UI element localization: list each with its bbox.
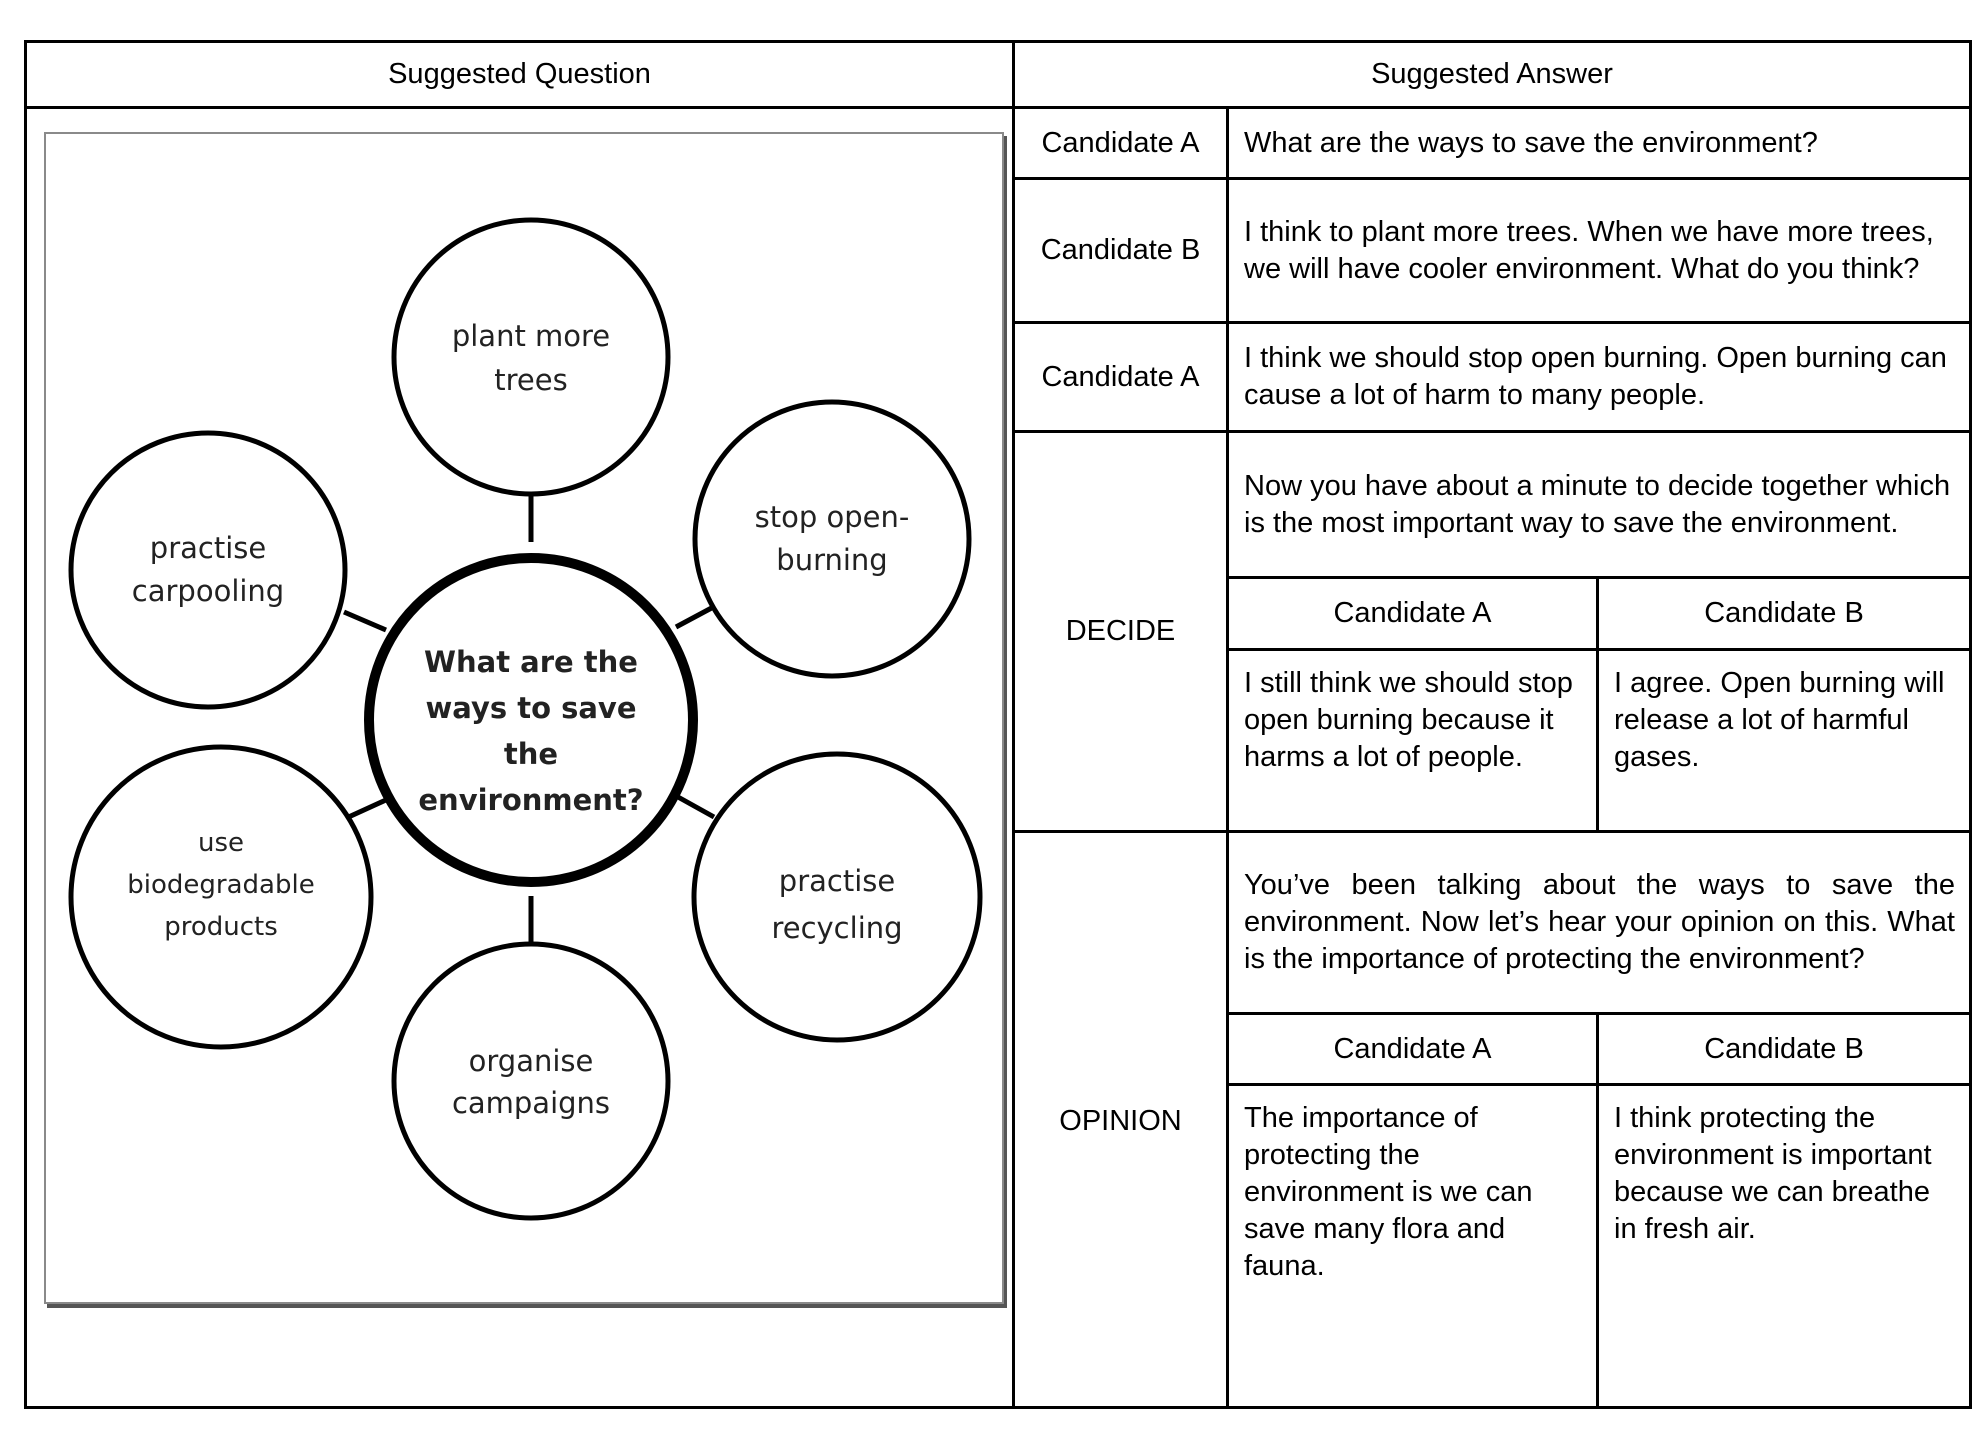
bubble-biodegradable-line2: biodegradable <box>127 870 314 900</box>
mind-map-diagram: What are the ways to save the environmen… <box>44 132 1004 1304</box>
row2-speaker: Candidate B <box>1040 234 1201 266</box>
bubble-stop-burning-line1: stop open- <box>755 500 910 534</box>
row-divider <box>1012 177 1972 180</box>
row1-text: What are the ways to save the environmen… <box>1244 126 1818 159</box>
row-divider <box>1226 648 1972 651</box>
opinion-candidate-b-label: Candidate B <box>1704 1032 1864 1065</box>
row-divider <box>1012 430 1972 433</box>
opinion-prompt: You’ve been talking about the ways to sa… <box>1244 869 1955 975</box>
decide-prompt: Now you have about a minute to decide to… <box>1244 469 1951 539</box>
row-divider <box>1226 1083 1972 1086</box>
opinion-candidate-b-text: I think protecting the environment is im… <box>1614 1102 1932 1245</box>
bubble-plant-trees-line1: plant more <box>452 319 610 353</box>
bubble-campaigns-line2: campaigns <box>452 1086 610 1120</box>
speaker-column-divider <box>1226 106 1229 1409</box>
opinion-candidate-a-text: The importance of protecting the environ… <box>1244 1102 1533 1282</box>
row1-speaker: Candidate A <box>1041 126 1200 159</box>
bubble-plant-trees-line2: trees <box>494 363 567 397</box>
column-divider <box>1012 40 1015 1409</box>
center-question-line3: the <box>504 737 558 771</box>
opinion-candidate-a-label: Candidate A <box>1333 1032 1492 1065</box>
row-divider <box>1226 576 1972 579</box>
decide-candidate-a-label: Candidate A <box>1333 597 1492 629</box>
row3-text: I think we should stop open burning. Ope… <box>1244 342 1947 411</box>
bubble-biodegradable-line3: products <box>164 912 278 942</box>
bubble-campaigns-line1: organise <box>469 1044 594 1078</box>
decide-candidate-b-label: Candidate B <box>1704 597 1864 629</box>
bubble-stop-burning-line2: burning <box>776 543 887 577</box>
center-question-line2: ways to save <box>425 691 636 725</box>
row-divider <box>1012 321 1972 324</box>
decide-label: DECIDE <box>1065 615 1176 647</box>
header-suggested-answer: Suggested Answer <box>1371 58 1613 90</box>
row-divider <box>1226 1012 1972 1015</box>
row2-text: I think to plant more trees. When we hav… <box>1244 215 1934 285</box>
row3-speaker: Candidate A <box>1041 360 1200 393</box>
decide-split <box>1596 576 1599 830</box>
mind-map-svg: What are the ways to save the environmen… <box>68 217 983 1221</box>
header-suggested-question: Suggested Question <box>388 58 651 90</box>
main-table <box>24 40 1972 1409</box>
row-divider <box>1012 830 1972 833</box>
bubble-recycling-line1: practise <box>779 864 895 898</box>
bubble-carpooling-line1: practise <box>150 531 266 565</box>
center-question-line1: What are the <box>424 645 638 679</box>
header-divider <box>24 106 1972 109</box>
opinion-split <box>1596 1012 1599 1409</box>
decide-candidate-b-text: I agree. Open burning will release a lot… <box>1614 667 1945 773</box>
bubble-carpooling-line2: carpooling <box>132 574 284 608</box>
center-question-line4: environment? <box>418 783 643 817</box>
bubble-recycling-line2: recycling <box>771 911 902 945</box>
decide-candidate-a-text: I still think we should stop open burnin… <box>1244 667 1573 773</box>
opinion-label: OPINION <box>1059 1104 1182 1137</box>
bubble-biodegradable-line1: use <box>198 828 244 858</box>
